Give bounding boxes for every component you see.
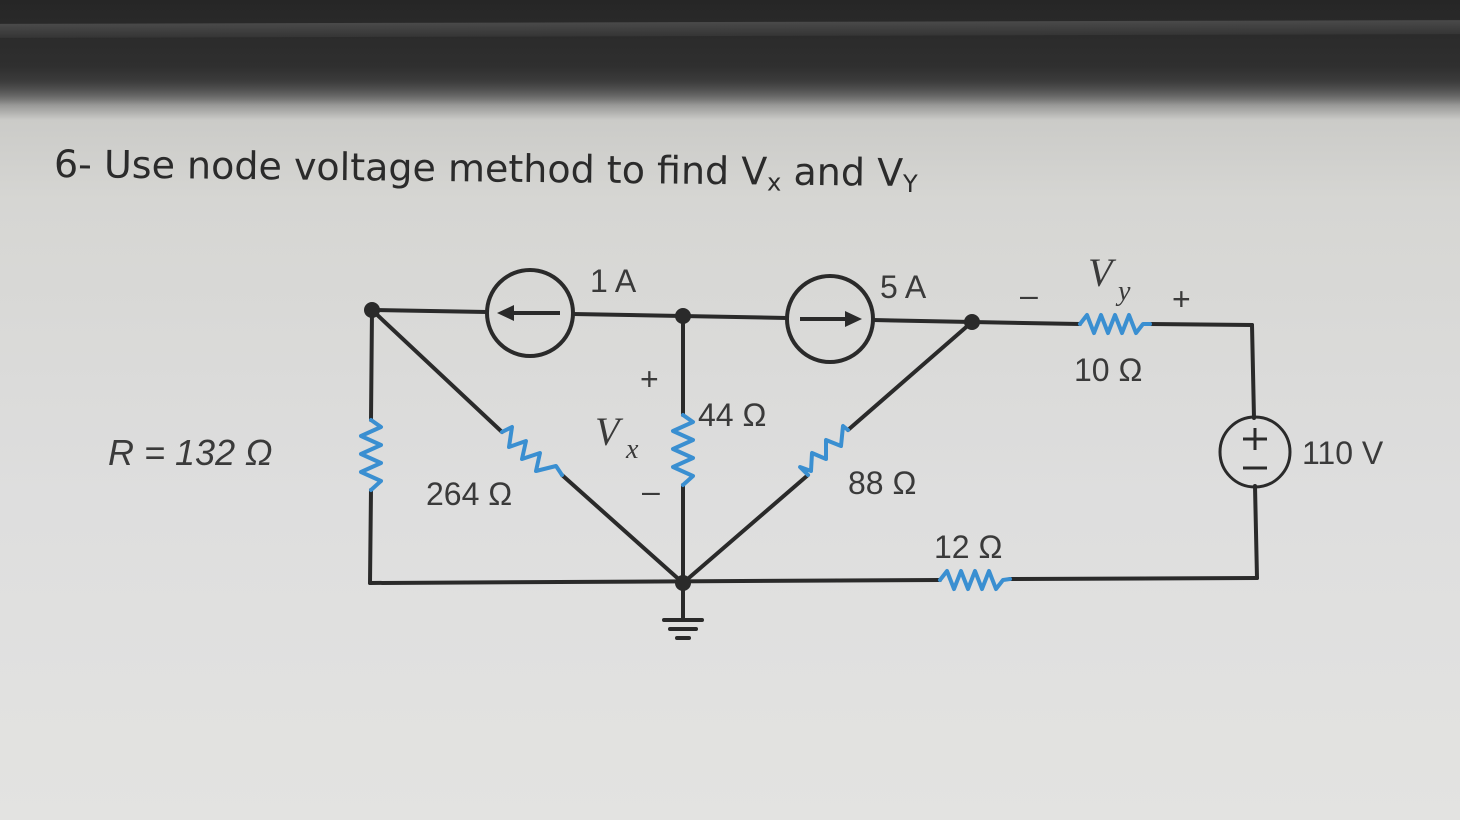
- vy-symbol: V: [1088, 250, 1117, 295]
- current-source-5a: [785, 274, 875, 364]
- wire-diag-264-upper: [370, 308, 504, 434]
- resistor-264: [500, 425, 564, 477]
- node-right: [964, 314, 980, 330]
- vy-subscript: y: [1115, 276, 1131, 307]
- wire-bottom-left: [368, 578, 942, 585]
- vx-plus: +: [640, 361, 659, 397]
- wire-left-lower: [368, 488, 373, 585]
- voltage-source-110v: [1218, 415, 1292, 489]
- node-ground: [675, 575, 691, 591]
- background-shadow: [0, 0, 1460, 120]
- wire-bottom-right: [1008, 576, 1259, 581]
- vy-plus: +: [1172, 281, 1191, 317]
- wire-top-left: [370, 308, 489, 314]
- vx-minus: –: [642, 473, 660, 509]
- vx-subscript: x: [625, 434, 639, 465]
- resistor-132: [359, 418, 383, 492]
- wire-diag-88-upper: [846, 320, 974, 432]
- resistor-10: [1078, 313, 1152, 335]
- vy-minus: –: [1020, 277, 1038, 313]
- label-88: 88 Ω: [848, 465, 916, 501]
- label-12: 12 Ω: [934, 529, 1002, 565]
- wire-top-mid-right: [871, 318, 974, 324]
- label-r-132: R = 132 Ω: [108, 432, 272, 473]
- label-44: 44 Ω: [698, 397, 766, 433]
- label-264: 264 Ω: [426, 476, 512, 512]
- resistor-44: [671, 413, 695, 487]
- label-10: 10 Ω: [1074, 352, 1142, 388]
- node-left: [364, 302, 380, 318]
- wire-top-right: [970, 320, 1082, 326]
- node-mid: [675, 308, 691, 324]
- vx-symbol: V: [595, 409, 624, 454]
- label-110v: 110 V: [1302, 435, 1384, 471]
- wire-diag-88-lower: [681, 473, 810, 585]
- resistor-12: [938, 569, 1012, 591]
- wire-top-right-end: [1148, 322, 1254, 327]
- current-source-1a: [485, 268, 575, 358]
- wire-right-lower: [1253, 484, 1259, 580]
- wire-right-upper: [1250, 323, 1256, 420]
- resistor-88: [798, 424, 850, 477]
- wire-diag-264-lower: [560, 473, 685, 585]
- wire-left-upper: [369, 308, 374, 422]
- label-1a: 1 A: [590, 263, 637, 299]
- label-5a: 5 A: [880, 269, 927, 305]
